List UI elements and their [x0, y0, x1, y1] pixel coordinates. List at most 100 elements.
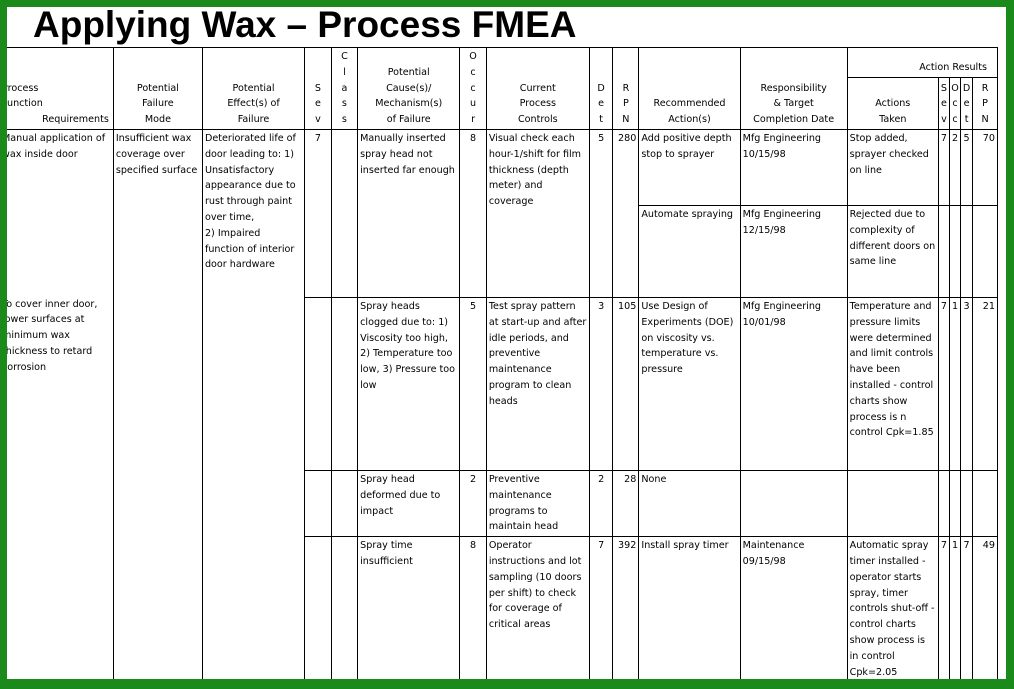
- recommended-action-cell: Install spray timer: [638, 536, 741, 679]
- recommended-action-cell: None: [638, 469, 741, 538]
- header-rpn-letter: R: [622, 82, 630, 94]
- header-sev-letter: v: [315, 114, 321, 126]
- occ-cell: 2: [459, 469, 487, 538]
- header-result-occ-letter: O: [951, 82, 959, 94]
- result-det-cell: 5: [960, 128, 974, 206]
- sev-cell: [304, 536, 332, 679]
- header-occur-letter: c: [470, 82, 476, 94]
- responsibility-cell: Maintenance 09/15/98: [739, 536, 848, 679]
- header-rpn-letter: N: [622, 114, 630, 126]
- controls-cell: Visual check each hour-1/shift for film …: [485, 128, 590, 298]
- controls-cell: Preventive maintenance programs to maint…: [485, 469, 590, 538]
- header-det-letter: e: [598, 98, 605, 110]
- occ-cell: 5: [459, 296, 487, 471]
- sev-cell: 7: [304, 128, 332, 298]
- header-recommended: Recommended Action(s): [638, 47, 741, 130]
- result-rpn-cell: [972, 204, 998, 298]
- result-occ-cell: [948, 204, 962, 298]
- result-rpn-cell: 49: [972, 536, 998, 679]
- header-class-letter: s: [341, 98, 347, 110]
- header-det-letter: D: [597, 82, 605, 94]
- header-class-letter: s: [341, 114, 347, 126]
- header-process-function: Process FunctionRequirements: [7, 47, 114, 130]
- header-occur-letter: r: [471, 114, 476, 126]
- det-cell: 2: [588, 469, 614, 538]
- result-det-cell: 7: [960, 536, 974, 679]
- cause-cell: Spray head deformed due to impact: [357, 469, 461, 538]
- rpn-cell: 280: [612, 128, 640, 298]
- cause-cell: Spray time insufficient: [357, 536, 461, 679]
- header-occur-letter: u: [469, 98, 477, 110]
- header-process-label: Process Function: [7, 82, 43, 110]
- result-sev-cell: 7: [937, 128, 951, 206]
- page-title: Applying Wax – Process FMEA: [33, 7, 577, 45]
- result-sev-cell: 7: [937, 296, 951, 471]
- rpn-cell: 28: [612, 469, 640, 538]
- result-occ-cell: 1: [948, 296, 962, 471]
- effects-cell: Deteriorated life of door leading to: 1)…: [201, 128, 306, 679]
- det-cell: 5: [588, 128, 614, 298]
- result-det-cell: [960, 204, 974, 298]
- header-row: Process FunctionRequirementsPotential Fa…: [7, 47, 999, 130]
- header-result-occ-letter: c: [952, 114, 958, 126]
- document-frame: Applying Wax – Process FMEA Process Func…: [7, 7, 1006, 679]
- header-class-letter: l: [343, 66, 346, 78]
- header-causes: Potential Cause(s)/ Mechanism(s) of Fail…: [357, 47, 461, 130]
- process-function-cell: Manual application of wax inside door To …: [7, 128, 114, 679]
- controls-cell: Operator instructions and lot sampling (…: [485, 536, 590, 679]
- sev-cell: [304, 296, 332, 471]
- result-det-cell: [960, 469, 974, 538]
- result-sev-cell: [937, 469, 951, 538]
- header-sev-letter: e: [314, 98, 321, 110]
- result-det-cell: 3: [960, 296, 974, 471]
- header-result-sev-letter: v: [941, 114, 947, 126]
- result-occ-cell: [948, 469, 962, 538]
- table-row: Spray heads clogged due to: 1) Viscosity…: [7, 296, 998, 471]
- det-cell: 7: [588, 536, 614, 679]
- det-cell: 3: [588, 296, 614, 471]
- header-actions-taken: Actions Taken: [846, 76, 939, 130]
- header-occur-letter: c: [470, 66, 476, 78]
- header-occur-letter: O: [469, 51, 477, 62]
- result-occ-cell: 1: [948, 536, 962, 679]
- header-result-det-letter: e: [963, 98, 970, 110]
- controls-cell: Test spray pattern at start-up and after…: [485, 296, 590, 471]
- header-responsibility: Responsibility & Target Completion Date: [739, 47, 848, 130]
- class-cell: [330, 128, 359, 298]
- cause-cell: Spray heads clogged due to: 1) Viscosity…: [357, 296, 461, 471]
- fmea-table: Process FunctionRequirementsPotential Fa…: [7, 47, 999, 679]
- recommended-action-cell: Use Design of Experiments (DOE) on visco…: [638, 296, 741, 471]
- header-result-sev-letter: e: [940, 98, 947, 110]
- responsibility-cell: Mfg Engineering 10/01/98: [739, 296, 848, 471]
- header-requirements: Requirements: [42, 114, 109, 126]
- occ-cell: 8: [459, 128, 487, 298]
- class-cell: [330, 536, 359, 679]
- header-controls: Current Process Controls: [485, 47, 590, 130]
- header-result-det-letter: t: [964, 114, 969, 126]
- class-cell: [330, 296, 359, 471]
- responsibility-cell: [739, 469, 848, 538]
- table-row: Manual application of wax inside door To …: [7, 128, 998, 679]
- header-rpn-letter: P: [623, 98, 629, 110]
- process-function-text: Manual application of wax inside door: [7, 132, 106, 160]
- header-failure-mode: Potential Failure Mode: [112, 47, 203, 130]
- process-requirements-text: To cover inner door, lower surfaces at m…: [7, 298, 98, 373]
- responsibility-cell: Mfg Engineering 10/15/98: [739, 128, 848, 206]
- sev-cell: [304, 469, 332, 538]
- header-result-rpn-letter: N: [981, 114, 989, 126]
- rpn-cell: 392: [612, 536, 640, 679]
- header-result-occ-letter: c: [952, 98, 958, 110]
- actions-taken-cell: Temperature and pressure limits were det…: [846, 296, 939, 471]
- header-det-letter: t: [599, 114, 603, 126]
- result-rpn-cell: 70: [972, 128, 998, 206]
- header-action-results: Action Results: [846, 47, 999, 78]
- class-cell: [330, 469, 359, 538]
